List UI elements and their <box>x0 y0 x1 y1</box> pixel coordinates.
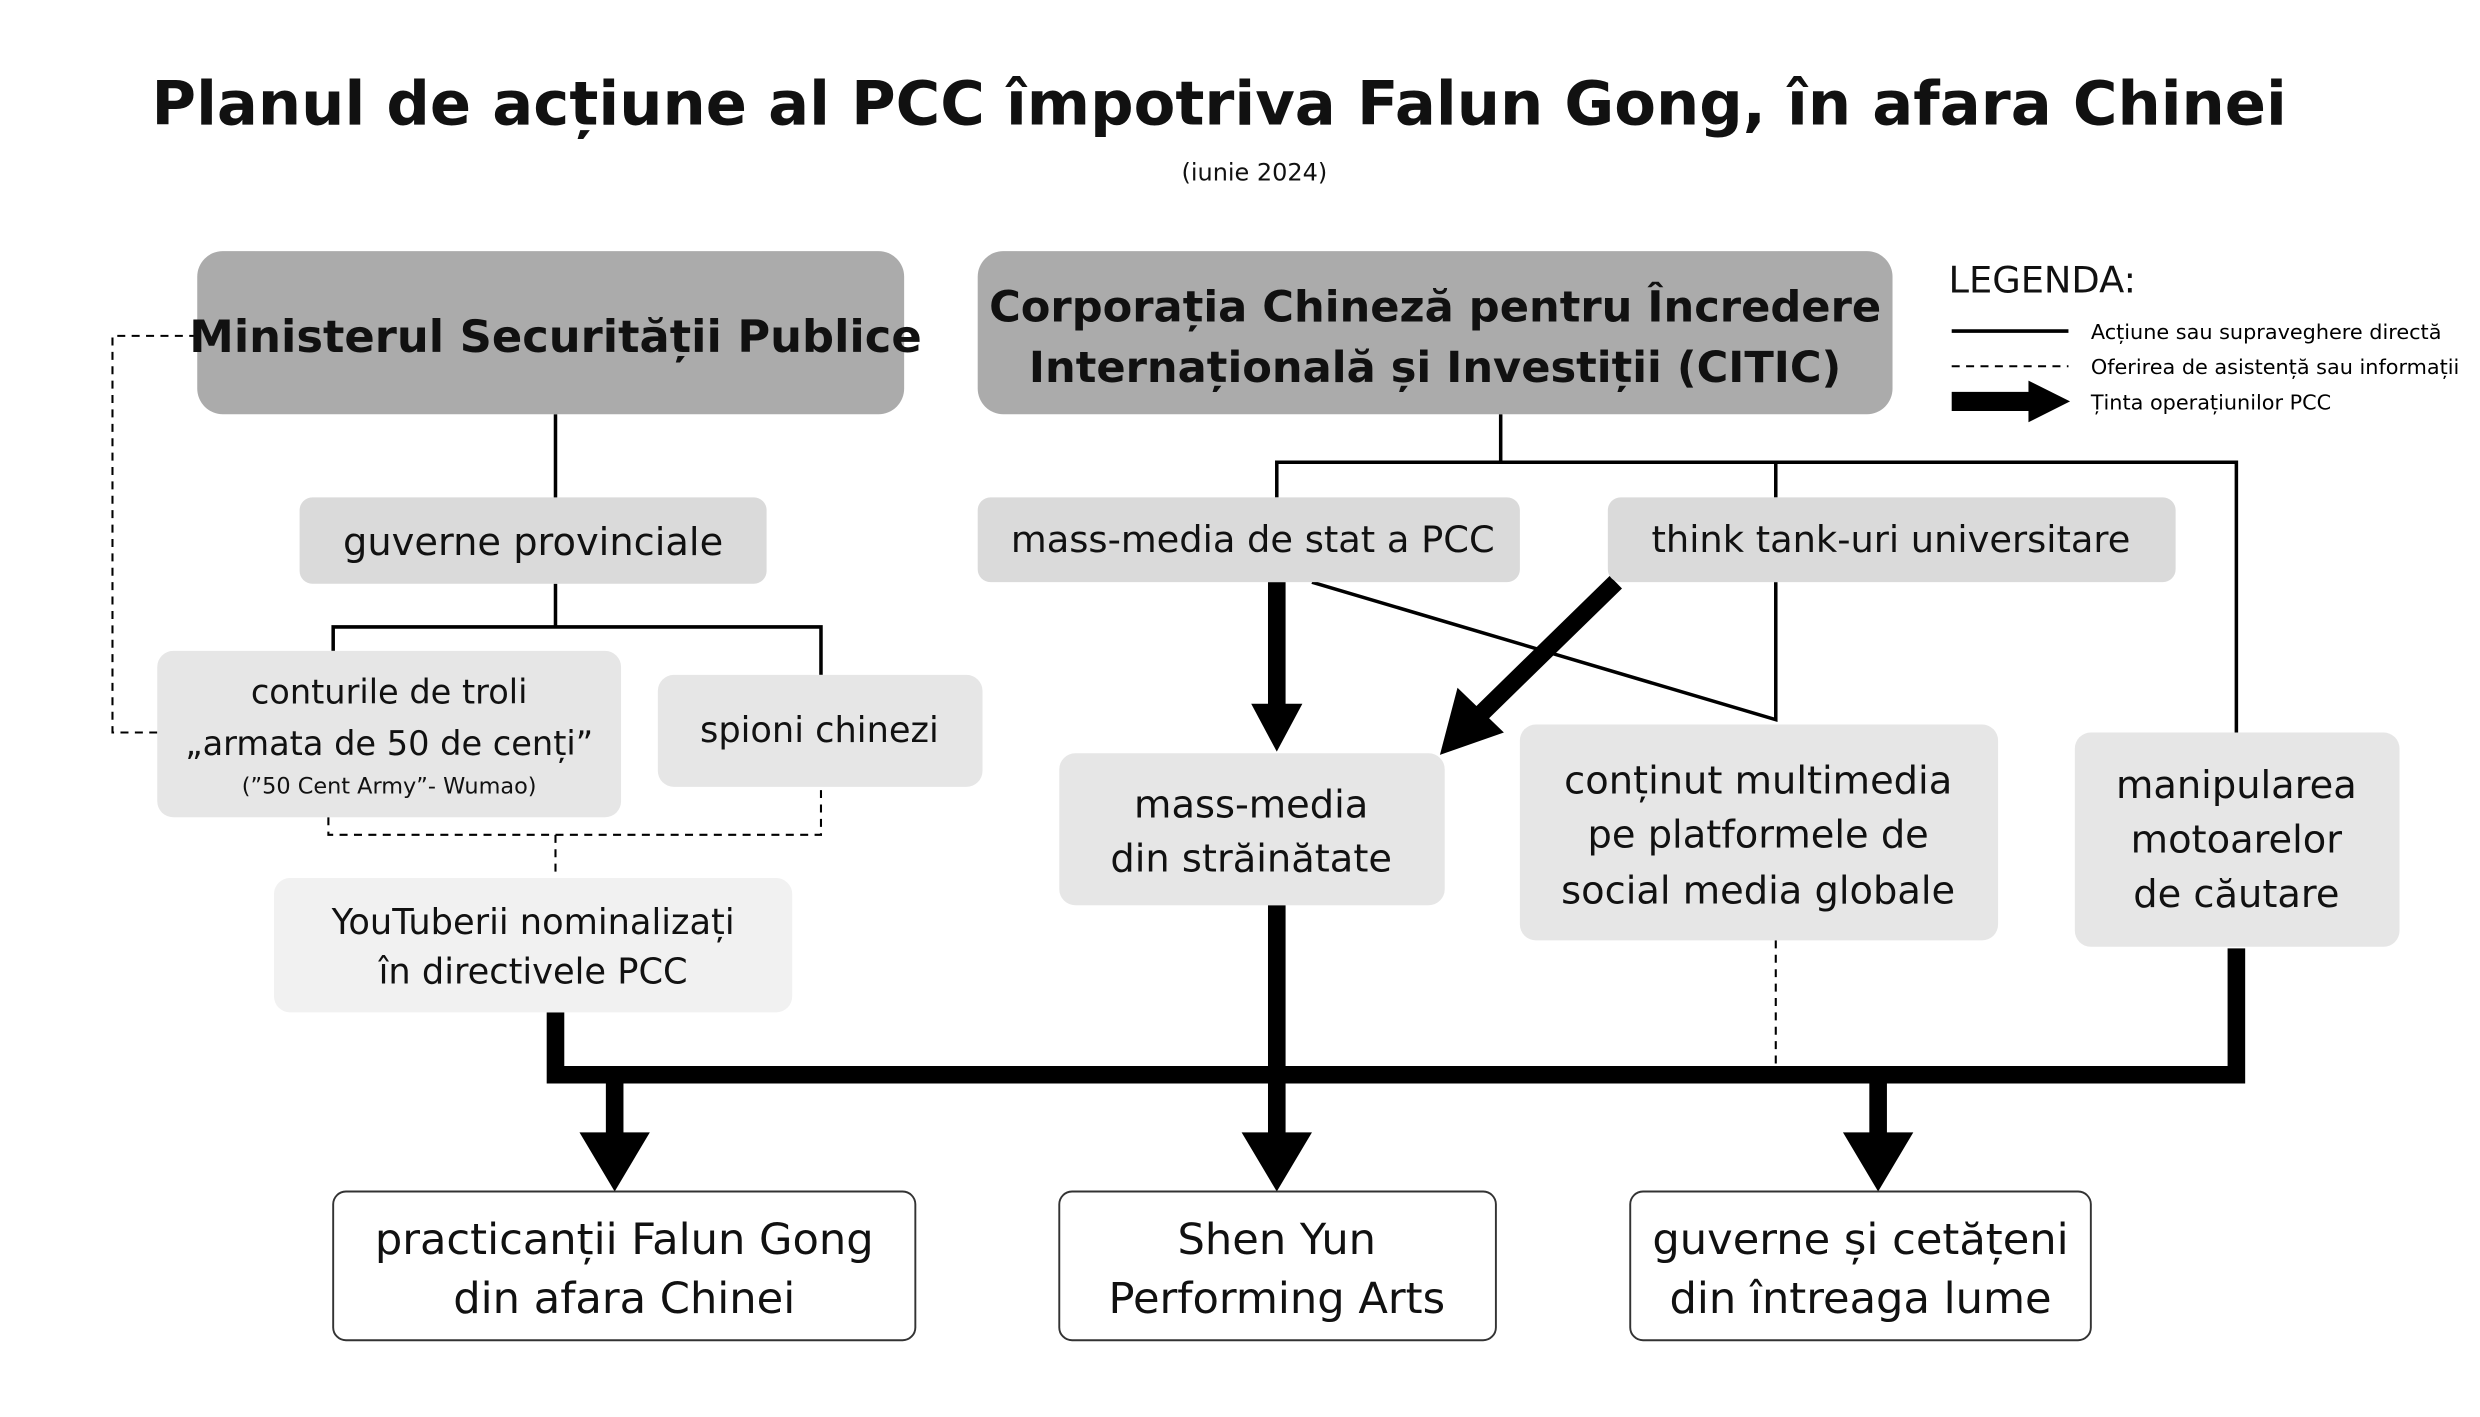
target-shen-yun: Shen Yun Performing Arts <box>1058 1190 1497 1342</box>
legend: LEGENDA: Acțiune sau supraveghere direct… <box>1949 259 2460 423</box>
node-search-manipulation: manipularea motoarelor de căutare <box>2074 732 2400 947</box>
node-msp: Ministerul Securității Publice <box>189 251 922 415</box>
svg-text:social media globale: social media globale <box>1561 869 1955 914</box>
legend-label: Oferirea de asistență sau informații <box>2091 355 2460 379</box>
svg-text:motoarelor: motoarelor <box>2131 817 2343 862</box>
svg-text:din afara Chinei: din afara Chinei <box>453 1274 795 1324</box>
svg-text:pe platformele de: pe platformele de <box>1588 813 1929 858</box>
subtitle: (iunie 2024) <box>1182 159 1328 187</box>
svg-text:Corporația Chineză pentru Încr: Corporația Chineză pentru Încredere <box>989 281 1881 332</box>
target-arrowheads <box>579 1132 1914 1192</box>
node-foreign-media: mass-media din străinătate <box>1059 753 1445 906</box>
node-provincial-governments: guverne provinciale <box>299 497 767 584</box>
svg-text:guverne și cetățeni: guverne și cetățeni <box>1652 1215 2068 1265</box>
svg-text:spioni chinezi: spioni chinezi <box>700 710 939 751</box>
svg-text:Ministerul Securității Publice: Ministerul Securității Publice <box>189 310 921 363</box>
svg-text:Internațională și Investiții (: Internațională și Investiții (CITIC) <box>1029 343 1841 393</box>
svg-text:Shen Yun: Shen Yun <box>1178 1215 1377 1265</box>
svg-text:din străinătate: din străinătate <box>1110 837 1392 882</box>
node-social-media-content: conținut multimedia pe platformele de so… <box>1519 724 1999 941</box>
node-state-media: mass-media de stat a PCC <box>977 497 1520 583</box>
node-think-tanks: think tank-uri universitare <box>1607 497 2176 583</box>
svg-text:(”50 Cent Army”- Wumao): (”50 Cent Army”- Wumao) <box>242 773 537 799</box>
svg-text:conturile de troli: conturile de troli <box>251 673 528 712</box>
node-citic: Corporația Chineză pentru Încredere Inte… <box>977 251 1893 415</box>
svg-text:mass-media de stat a PCC: mass-media de stat a PCC <box>1011 518 1495 561</box>
node-youtubers: YouTuberii nominalizați în directivele P… <box>274 878 793 1013</box>
legend-label: Acțiune sau supraveghere directă <box>2091 320 2442 344</box>
svg-text:YouTuberii nominalizați: YouTuberii nominalizați <box>331 902 735 943</box>
svg-text:practicanții Falun Gong: practicanții Falun Gong <box>375 1215 874 1265</box>
svg-text:Performing Arts: Performing Arts <box>1108 1274 1445 1324</box>
svg-text:de căutare: de căutare <box>2133 872 2339 917</box>
target-world-governments: guverne și cetățeni din întreaga lume <box>1629 1190 2092 1342</box>
connectors <box>111 334 2246 1192</box>
legend-label: Ținta operațiunilor PCC <box>2090 390 2331 414</box>
node-chinese-spies: spioni chinezi <box>657 674 983 787</box>
node-troll-accounts: conturile de troli „armata de 50 de cenț… <box>157 650 622 818</box>
svg-text:din întreaga lume: din întreaga lume <box>1669 1274 2051 1324</box>
svg-text:conținut multimedia: conținut multimedia <box>1564 758 1952 803</box>
svg-text:guverne provinciale: guverne provinciale <box>343 520 723 565</box>
svg-text:„armata de 50 de cenți”: „armata de 50 de cenți” <box>185 724 593 763</box>
target-falun-gong: practicanții Falun Gong din afara Chinei <box>332 1190 917 1342</box>
legend-heading: LEGENDA: <box>1949 259 2137 302</box>
svg-text:mass-media: mass-media <box>1134 782 1368 827</box>
svg-text:manipularea: manipularea <box>2116 763 2357 808</box>
legend-arrow-icon <box>1951 380 2071 423</box>
svg-text:think tank-uri universitare: think tank-uri universitare <box>1651 518 2130 561</box>
page-title: Planul de acțiune al PCC împotriva Falun… <box>152 70 2287 140</box>
svg-text:în directivele PCC: în directivele PCC <box>378 952 688 993</box>
